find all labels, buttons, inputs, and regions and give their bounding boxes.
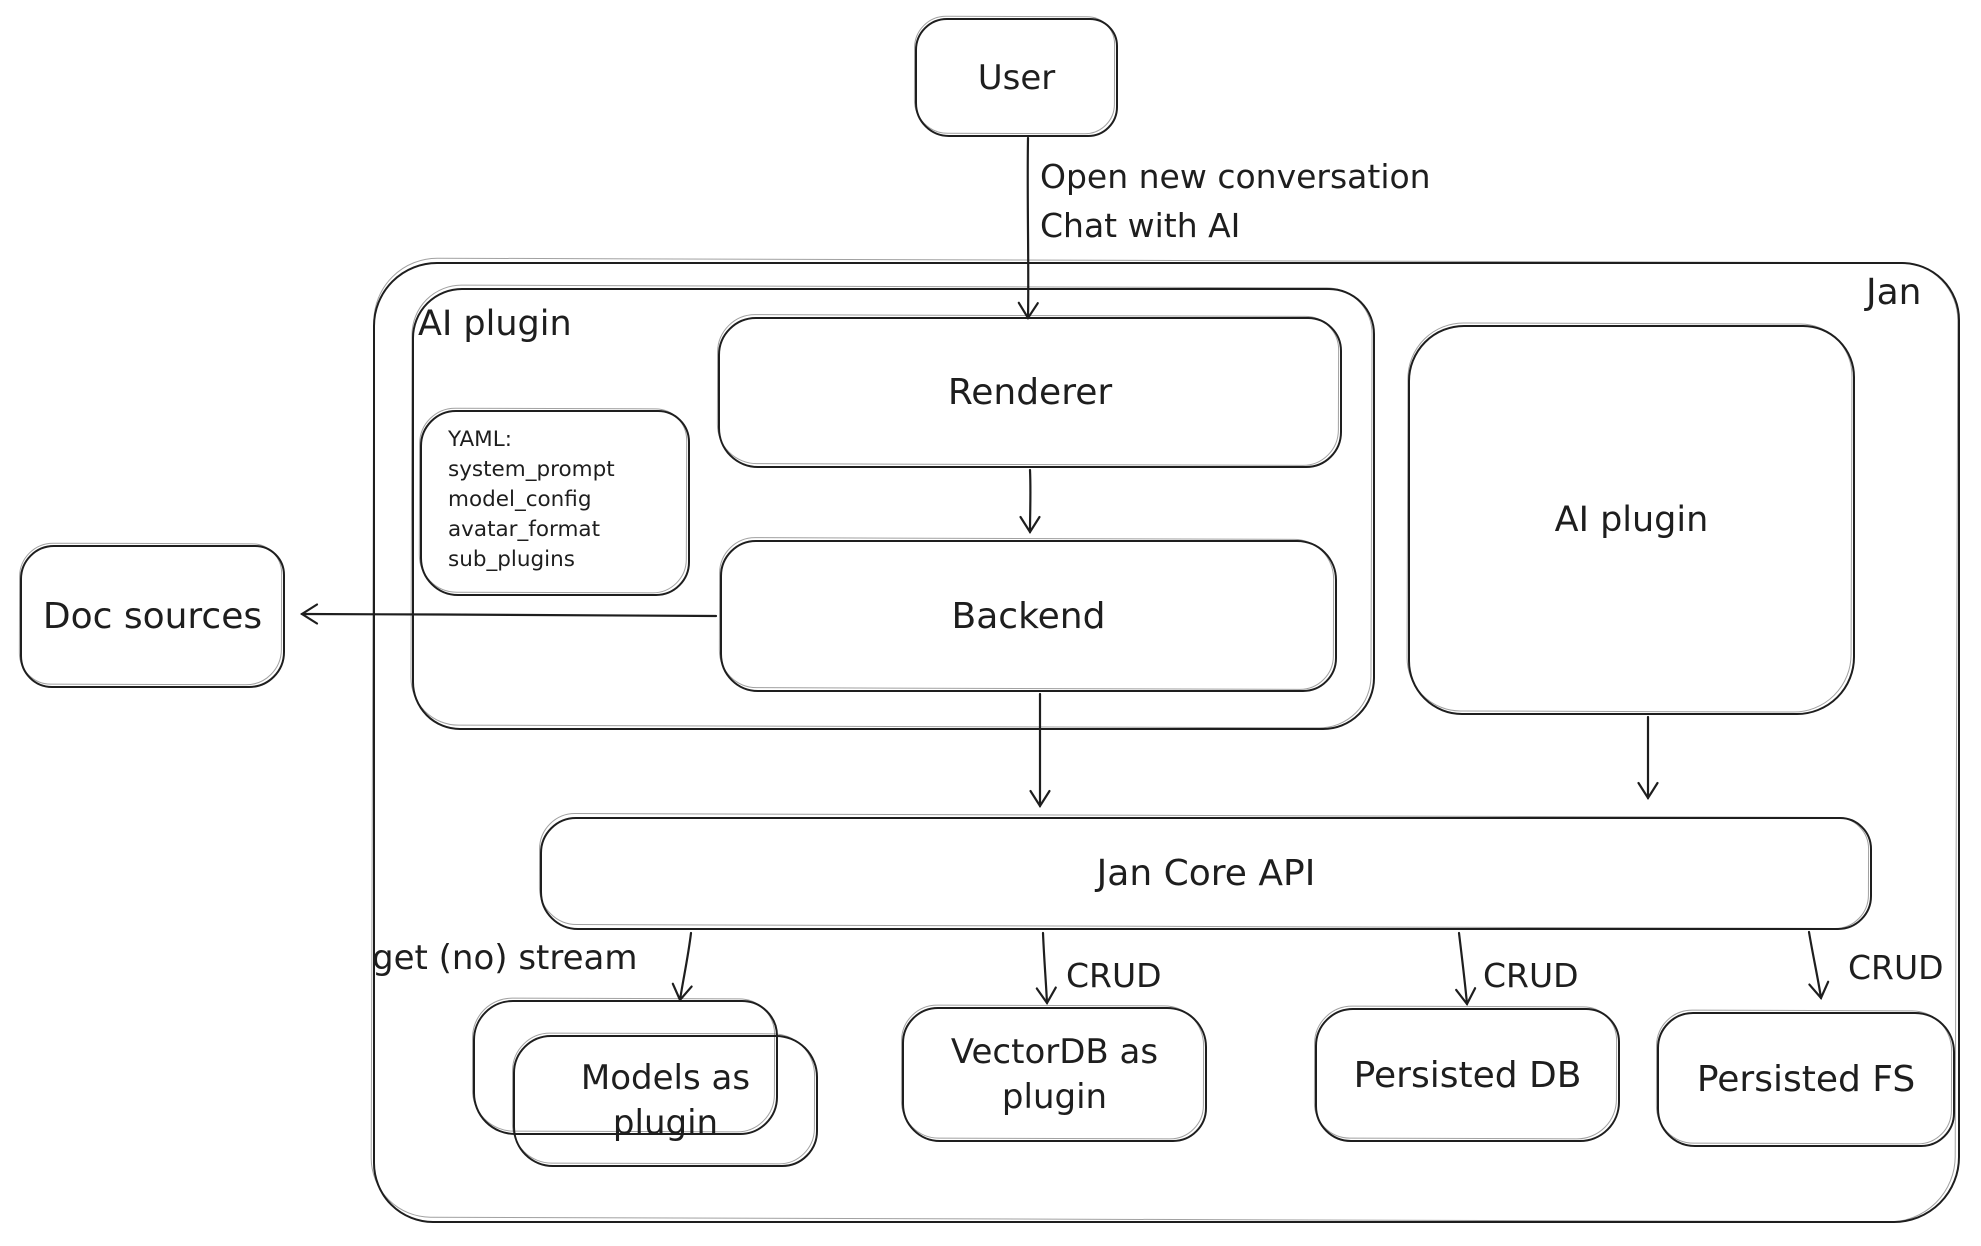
backend-node: Backend	[720, 540, 1337, 692]
doc-sources-node-label: Doc sources	[42, 596, 263, 637]
edge-label-line: Open new conversation	[1040, 157, 1431, 196]
vectordb-plugin-node: VectorDB as plugin	[902, 1007, 1207, 1142]
yaml-line: avatar_format	[448, 517, 601, 542]
edge-label-get-no-stream: get (no) stream	[372, 938, 638, 978]
user-node-label: User	[977, 57, 1056, 98]
yaml-line: YAML:	[448, 427, 512, 452]
persisted-fs-node: Persisted FS	[1657, 1012, 1955, 1147]
yaml-line: model_config	[448, 487, 592, 512]
vectordb-plugin-label-line: VectorDB as	[950, 1031, 1159, 1072]
vectordb-plugin-label-line: plugin	[1001, 1076, 1108, 1117]
jan-core-api-node: Jan Core API	[540, 817, 1872, 930]
yaml-config-text: YAML: system_prompt model_config avatar_…	[422, 412, 615, 575]
yaml-config-note: YAML: system_prompt model_config avatar_…	[420, 410, 690, 596]
ai-plugin-container	[412, 288, 1375, 730]
yaml-line: sub_plugins	[448, 547, 575, 572]
persisted-db-node-label: Persisted DB	[1353, 1054, 1582, 1096]
yaml-line: system_prompt	[448, 457, 615, 482]
models-plugin-label-line: Models as	[580, 1058, 751, 1099]
ai-plugin-right-node-label: AI plugin	[1554, 500, 1709, 540]
jan-core-api-node-label: Jan Core API	[1096, 853, 1316, 894]
ai-plugin-container-label: AI plugin	[418, 304, 572, 344]
edge-label-open-conversation: Open new conversation Chat with AI	[1040, 152, 1431, 250]
jan-container-label: Jan	[1866, 272, 1922, 313]
user-node: User	[915, 18, 1118, 137]
backend-node-label: Backend	[951, 595, 1106, 637]
renderer-node-label: Renderer	[947, 372, 1113, 413]
edge-label-crud-fs: CRUD	[1848, 948, 1944, 987]
models-plugin-label-line: plugin	[612, 1103, 719, 1143]
edge-label-crud-db: CRUD	[1483, 956, 1579, 995]
doc-sources-node: Doc sources	[20, 545, 285, 688]
ai-plugin-right-node: AI plugin	[1408, 325, 1855, 715]
jan-container	[373, 262, 1960, 1223]
models-plugin-node: Models as plugin	[513, 1035, 818, 1167]
edge-label-line: Chat with AI	[1040, 206, 1241, 245]
renderer-node: Renderer	[718, 317, 1342, 468]
persisted-db-node: Persisted DB	[1315, 1008, 1620, 1142]
persisted-fs-node-label: Persisted FS	[1696, 1059, 1916, 1100]
edge-label-crud-vectordb: CRUD	[1066, 956, 1162, 995]
